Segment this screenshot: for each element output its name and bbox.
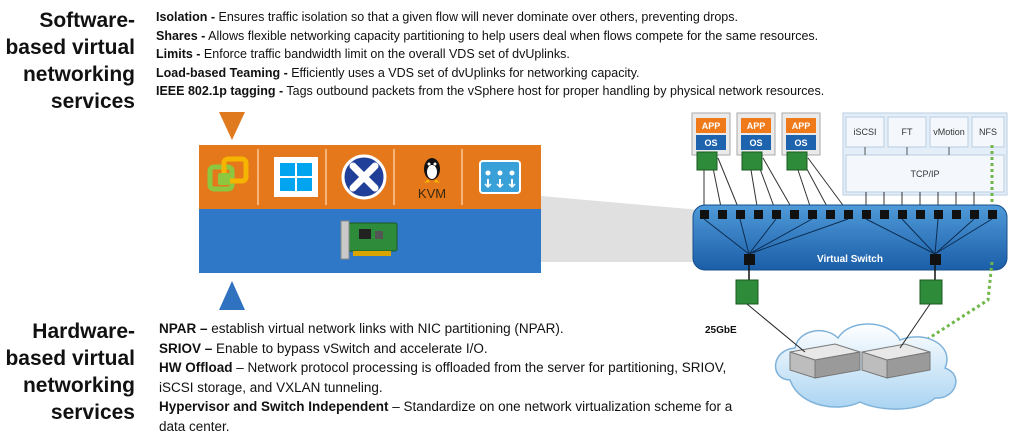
service-label: NFS: [979, 127, 997, 137]
vm-box: APP OS: [737, 113, 775, 155]
service-label: FT: [902, 127, 913, 137]
vm-box: APP OS: [782, 113, 820, 155]
vm-box: APP OS: [692, 113, 730, 155]
uplink-nic-icon: [736, 280, 758, 304]
vswitch-label: Virtual Switch: [817, 254, 883, 265]
vm-os-label: OS: [794, 138, 807, 148]
speed-label: 25GbE: [705, 325, 737, 336]
vm-app-label: APP: [702, 121, 721, 131]
service-label: vMotion: [933, 127, 965, 137]
vm-app-label: APP: [747, 121, 766, 131]
vm-os-label: OS: [749, 138, 762, 148]
service-label: iSCSI: [853, 127, 876, 137]
vm-os-label: OS: [704, 138, 717, 148]
connector-wedge: [541, 196, 700, 262]
uplink-nic-icon: [920, 280, 942, 304]
vm-app-label: APP: [792, 121, 811, 131]
tcpip-label: TCP/IP: [910, 169, 939, 179]
vnic-icons: [697, 152, 807, 170]
